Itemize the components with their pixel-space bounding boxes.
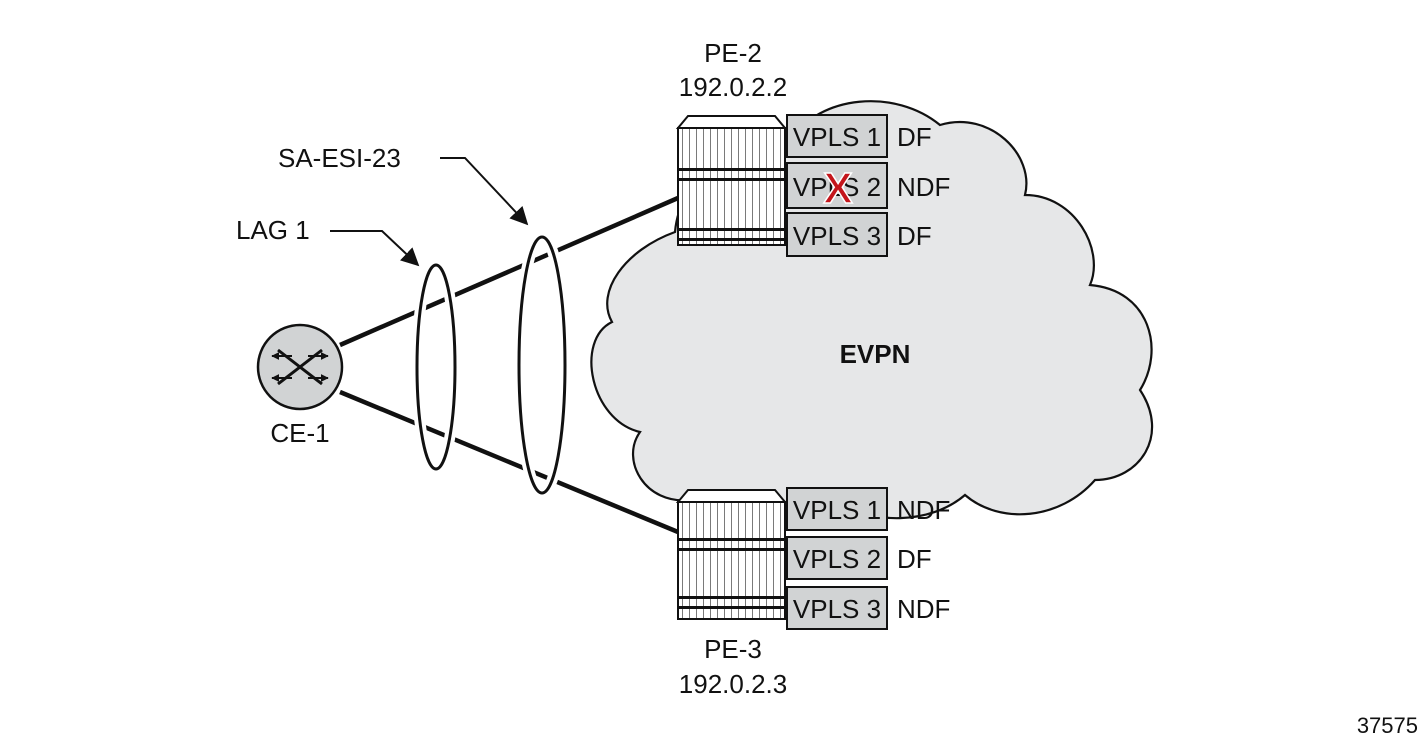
pe2-service-label: VPLS 1: [793, 122, 881, 152]
cloud-label: EVPN: [840, 339, 911, 369]
pe3-address: 192.0.2.3: [679, 669, 787, 699]
pe2-service-vpls1: VPLS 1 DF: [786, 114, 932, 158]
pe2-service-role: DF: [897, 221, 932, 251]
pe3-name: PE-3: [704, 634, 762, 664]
pe2-name: PE-2: [704, 38, 762, 68]
pe3-service-label: VPLS 1: [793, 495, 881, 525]
pe3-service-role: DF: [897, 544, 932, 574]
pe2-router-icon: [675, 115, 788, 246]
block-x-icon: X: [823, 164, 852, 213]
ce-label: CE-1: [270, 418, 329, 448]
pe3-service-vpls3: VPLS 3 NDF: [786, 586, 950, 630]
pe2-address: 192.0.2.2: [679, 72, 787, 102]
pe2-service-label: VPLS 2: [793, 172, 881, 202]
pe2-service-role: DF: [897, 122, 932, 152]
pe3-service-label: VPLS 3: [793, 594, 881, 624]
pe3-router-icon: [675, 489, 788, 620]
link-ce-to-pe3: [339, 389, 679, 535]
lag-callout-label: LAG 1: [236, 215, 310, 245]
figure-id: 37575: [1357, 713, 1418, 738]
link-ce-to-pe2: [339, 195, 679, 348]
pe2-service-vpls3: VPLS 3 DF: [786, 212, 932, 257]
esi-callout-arrow: [440, 157, 529, 226]
ce-router-icon: [256, 323, 344, 411]
pe2-service-role: NDF: [897, 172, 950, 202]
pe2-service-label: VPLS 3: [793, 221, 881, 251]
pe3-service-role: NDF: [897, 594, 950, 624]
pe3-service-role: NDF: [897, 495, 950, 525]
lag-callout-arrow: [330, 230, 420, 267]
pe2-service-vpls2: VPLS 2 NDF X: [786, 162, 950, 214]
pe3-service-label: VPLS 2: [793, 544, 881, 574]
pe3-service-vpls2: VPLS 2 DF: [786, 536, 932, 580]
esi-callout-label: SA-ESI-23: [278, 143, 401, 173]
pe3-service-vpls1: VPLS 1 NDF: [786, 487, 950, 531]
